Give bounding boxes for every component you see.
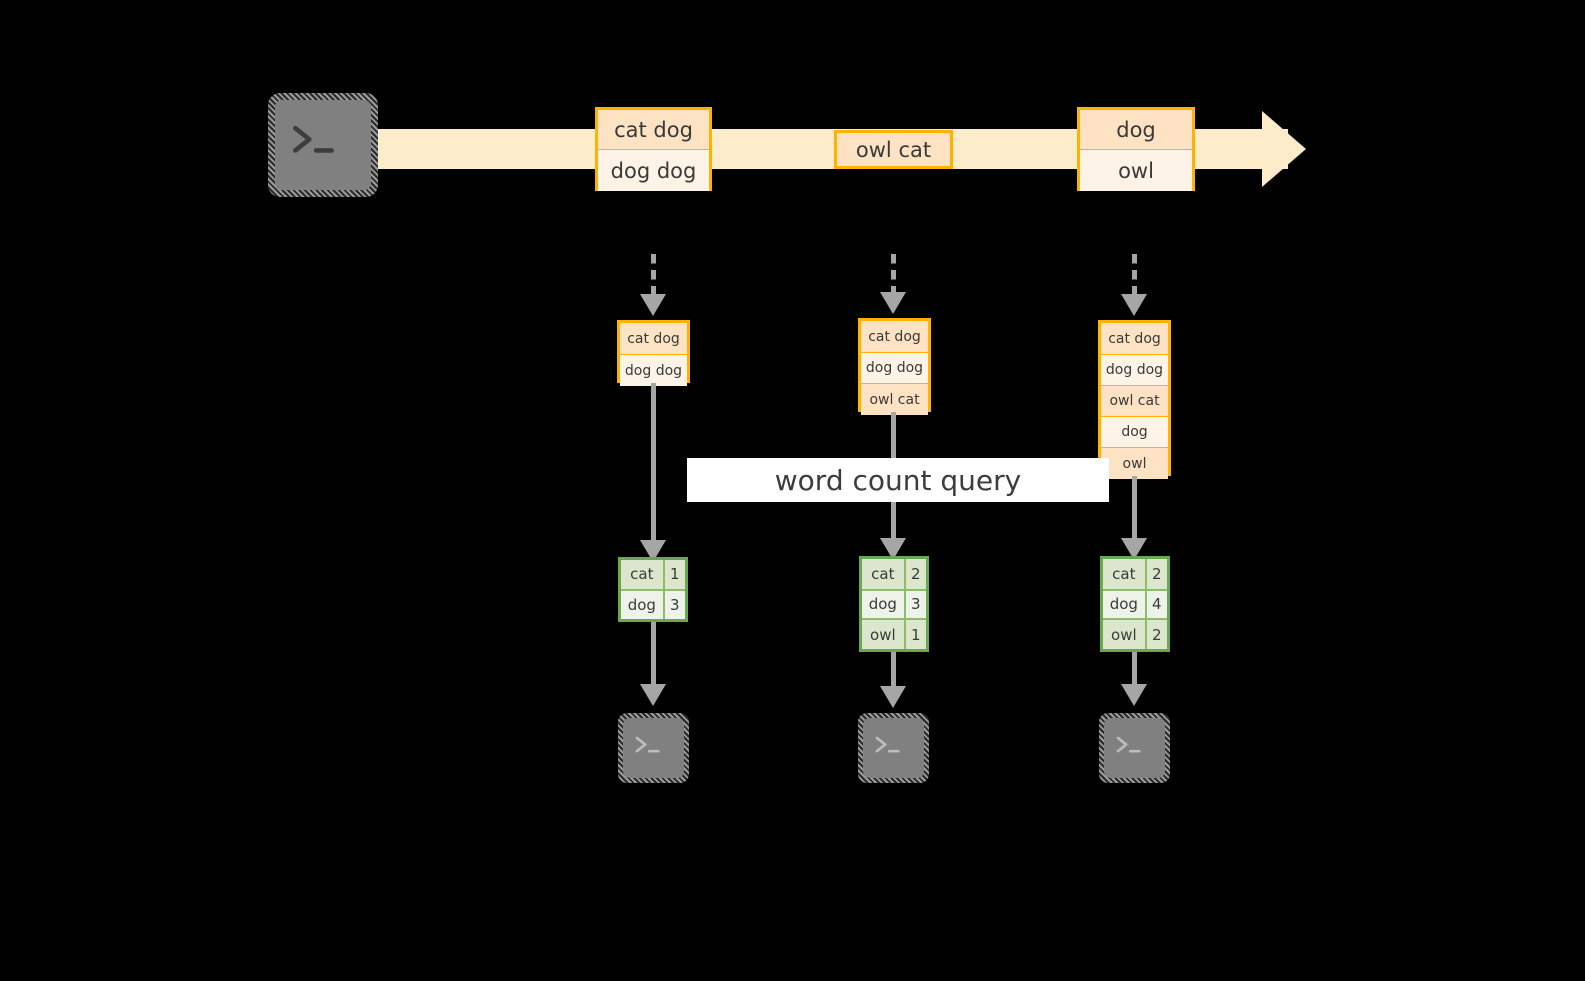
terminal-prompt-glyph bbox=[292, 125, 334, 153]
terminal-prompt-glyph bbox=[1116, 736, 1141, 753]
sink-arrow-2-head bbox=[880, 686, 906, 708]
result-word: dog bbox=[1103, 590, 1147, 619]
table-row: cat 2 bbox=[1103, 559, 1167, 589]
result-word: dog bbox=[621, 590, 665, 619]
sink-arrow-1-line bbox=[651, 622, 656, 688]
sink-arrow-2-line bbox=[891, 652, 896, 690]
result-count: 4 bbox=[1146, 590, 1167, 619]
terminal-prompt-glyph bbox=[875, 736, 900, 753]
query-arrow-2-head bbox=[880, 538, 906, 560]
stream-band-arrowhead bbox=[1262, 111, 1306, 187]
stream-event-1[interactable]: cat dog dog dog bbox=[595, 107, 712, 191]
sink-terminal-icon-1[interactable] bbox=[618, 713, 689, 783]
stream-event-line: dog bbox=[1080, 110, 1192, 149]
stream-event-line: owl cat bbox=[837, 133, 950, 166]
snapshot-arrow-1-line bbox=[651, 254, 656, 296]
result-count: 3 bbox=[664, 590, 685, 619]
sink-terminal-icon-2[interactable] bbox=[858, 713, 929, 783]
terminal-screen bbox=[623, 718, 684, 778]
accumulated-stack-3[interactable]: cat dog dog dog owl cat dog owl bbox=[1098, 320, 1171, 479]
result-count: 1 bbox=[905, 620, 926, 650]
stream-event-line: dog dog bbox=[598, 149, 709, 191]
query-arrow-1-line bbox=[651, 383, 656, 548]
result-word: owl bbox=[1103, 620, 1147, 650]
result-table-1[interactable]: cat 1 dog 3 bbox=[618, 557, 688, 622]
terminal-screen bbox=[1104, 718, 1165, 778]
table-row: dog 4 bbox=[1103, 588, 1167, 619]
terminal-screen bbox=[275, 100, 371, 190]
accumulated-stack-2[interactable]: cat dog dog dog owl cat bbox=[858, 318, 931, 415]
result-count: 1 bbox=[664, 560, 685, 589]
result-table-2[interactable]: cat 2 dog 3 owl 1 bbox=[859, 556, 929, 652]
snapshot-arrow-2-line bbox=[891, 254, 896, 294]
accumulated-line: owl bbox=[1101, 447, 1168, 479]
sink-arrow-3-head bbox=[1121, 684, 1147, 706]
accumulated-line: cat dog bbox=[620, 323, 687, 354]
table-row: dog 3 bbox=[862, 588, 926, 619]
snapshot-arrow-1-head bbox=[640, 294, 666, 316]
sink-arrow-1-head bbox=[640, 684, 666, 706]
result-count: 2 bbox=[1146, 559, 1167, 589]
snapshot-arrow-3-line bbox=[1132, 254, 1137, 296]
accumulated-line: dog dog bbox=[620, 354, 687, 386]
accumulated-line: dog bbox=[1101, 416, 1168, 447]
stream-event-line: cat dog bbox=[598, 110, 709, 149]
sink-arrow-3-line bbox=[1132, 652, 1137, 688]
accumulated-line: owl cat bbox=[861, 383, 928, 415]
query-label: word count query bbox=[687, 458, 1109, 502]
snapshot-arrow-3-head bbox=[1121, 294, 1147, 316]
table-row: dog 3 bbox=[621, 588, 685, 619]
result-count: 2 bbox=[905, 559, 926, 589]
accumulated-line: cat dog bbox=[861, 321, 928, 352]
sink-terminal-icon-3[interactable] bbox=[1099, 713, 1170, 783]
accumulated-line: owl cat bbox=[1101, 385, 1168, 416]
query-arrow-3-line bbox=[1132, 476, 1137, 548]
table-row: cat 1 bbox=[621, 560, 685, 589]
table-row: owl 2 bbox=[1103, 618, 1167, 650]
stream-event-3[interactable]: dog owl bbox=[1077, 107, 1195, 191]
result-word: dog bbox=[862, 590, 906, 619]
query-arrow-3-head bbox=[1121, 538, 1147, 560]
stream-event-line: owl bbox=[1080, 149, 1192, 191]
result-word: cat bbox=[621, 560, 665, 589]
result-count: 3 bbox=[905, 590, 926, 619]
snapshot-arrow-2-head bbox=[880, 292, 906, 314]
query-arrow-1-head bbox=[640, 540, 666, 562]
table-row: cat 2 bbox=[862, 559, 926, 589]
accumulated-line: dog dog bbox=[1101, 354, 1168, 385]
terminal-prompt-glyph bbox=[635, 736, 660, 753]
table-row: owl 1 bbox=[862, 618, 926, 650]
accumulated-line: cat dog bbox=[1101, 323, 1168, 354]
accumulated-line: dog dog bbox=[861, 352, 928, 383]
result-word: owl bbox=[862, 620, 906, 650]
result-word: cat bbox=[1103, 559, 1147, 589]
result-word: cat bbox=[862, 559, 906, 589]
result-count: 2 bbox=[1146, 620, 1167, 650]
accumulated-stack-1[interactable]: cat dog dog dog bbox=[617, 320, 690, 386]
source-terminal-icon[interactable] bbox=[268, 93, 378, 197]
terminal-screen bbox=[863, 718, 924, 778]
stream-event-2[interactable]: owl cat bbox=[834, 130, 953, 169]
result-table-3[interactable]: cat 2 dog 4 owl 2 bbox=[1100, 556, 1170, 652]
